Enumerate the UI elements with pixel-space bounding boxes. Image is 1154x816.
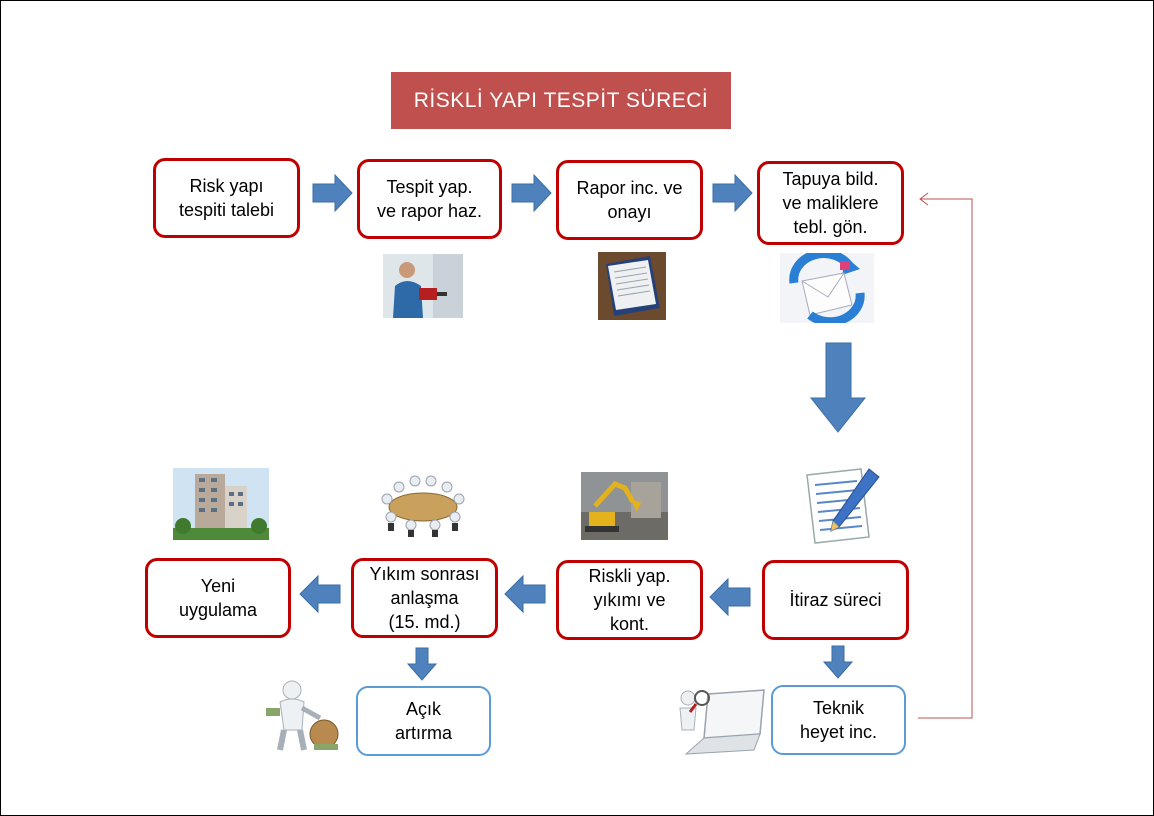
step-label: Yeni uygulama <box>178 576 258 620</box>
arrow-left-icon <box>299 574 341 614</box>
step-label: Teknik heyet inc. <box>799 698 878 742</box>
step-registry-notification: Tapuya bild. ve maliklere tebl. gön. <box>757 161 904 245</box>
notepad-pen-icon <box>806 468 880 544</box>
step-label: Açık artırma <box>394 699 452 743</box>
arrow-down-icon <box>809 342 867 433</box>
report-document-icon <box>598 252 666 320</box>
step-label: İtiraz süreci <box>789 590 882 610</box>
step-label: Riskli yap. yıkımı ve kont. <box>588 566 671 634</box>
step-new-application: Yeni uygulama <box>145 558 291 638</box>
step-inspection-report: Tespit yap. ve rapor haz. <box>357 159 502 239</box>
step-public-auction: Açık artırma <box>356 686 491 756</box>
step-technical-committee: Teknik heyet inc. <box>771 685 906 755</box>
excavator-demolition-icon <box>581 472 668 540</box>
step-label: Yıkım sonrası anlaşma (15. md.) <box>369 564 480 632</box>
meeting-table-icon <box>381 475 465 537</box>
arrow-down-icon <box>822 645 854 679</box>
arrow-right-icon <box>712 173 753 213</box>
step-post-demolition-agreement: Yıkım sonrası anlaşma (15. md.) <box>351 558 498 638</box>
step-label: Rapor inc. ve onayı <box>576 178 683 222</box>
arrow-down-icon <box>406 647 438 681</box>
step-label: Tapuya bild. ve maliklere tebl. gön. <box>782 169 879 237</box>
feedback-line <box>918 192 973 719</box>
person-magnifier-laptop-icon <box>679 689 765 755</box>
step-label: Risk yapı tespiti talebi <box>178 176 275 220</box>
apartment-building-icon <box>173 468 269 540</box>
page-title: RİSKLİ YAPI TESPİT SÜRECİ <box>391 72 731 129</box>
step-risk-request: Risk yapı tespiti talebi <box>153 158 300 238</box>
step-demolition: Riskli yap. yıkımı ve kont. <box>556 560 703 640</box>
step-report-approval: Rapor inc. ve onayı <box>556 160 703 240</box>
step-label: Tespit yap. ve rapor haz. <box>376 177 483 221</box>
person-money-bag-icon <box>266 680 339 751</box>
worker-drilling-icon <box>383 254 463 318</box>
step-objection-process: İtiraz süreci <box>762 560 909 640</box>
mail-sync-icon <box>780 253 874 323</box>
arrow-right-icon <box>312 173 353 213</box>
arrow-left-icon <box>709 577 751 617</box>
arrow-right-icon <box>511 173 552 213</box>
arrow-left-icon <box>504 574 546 614</box>
